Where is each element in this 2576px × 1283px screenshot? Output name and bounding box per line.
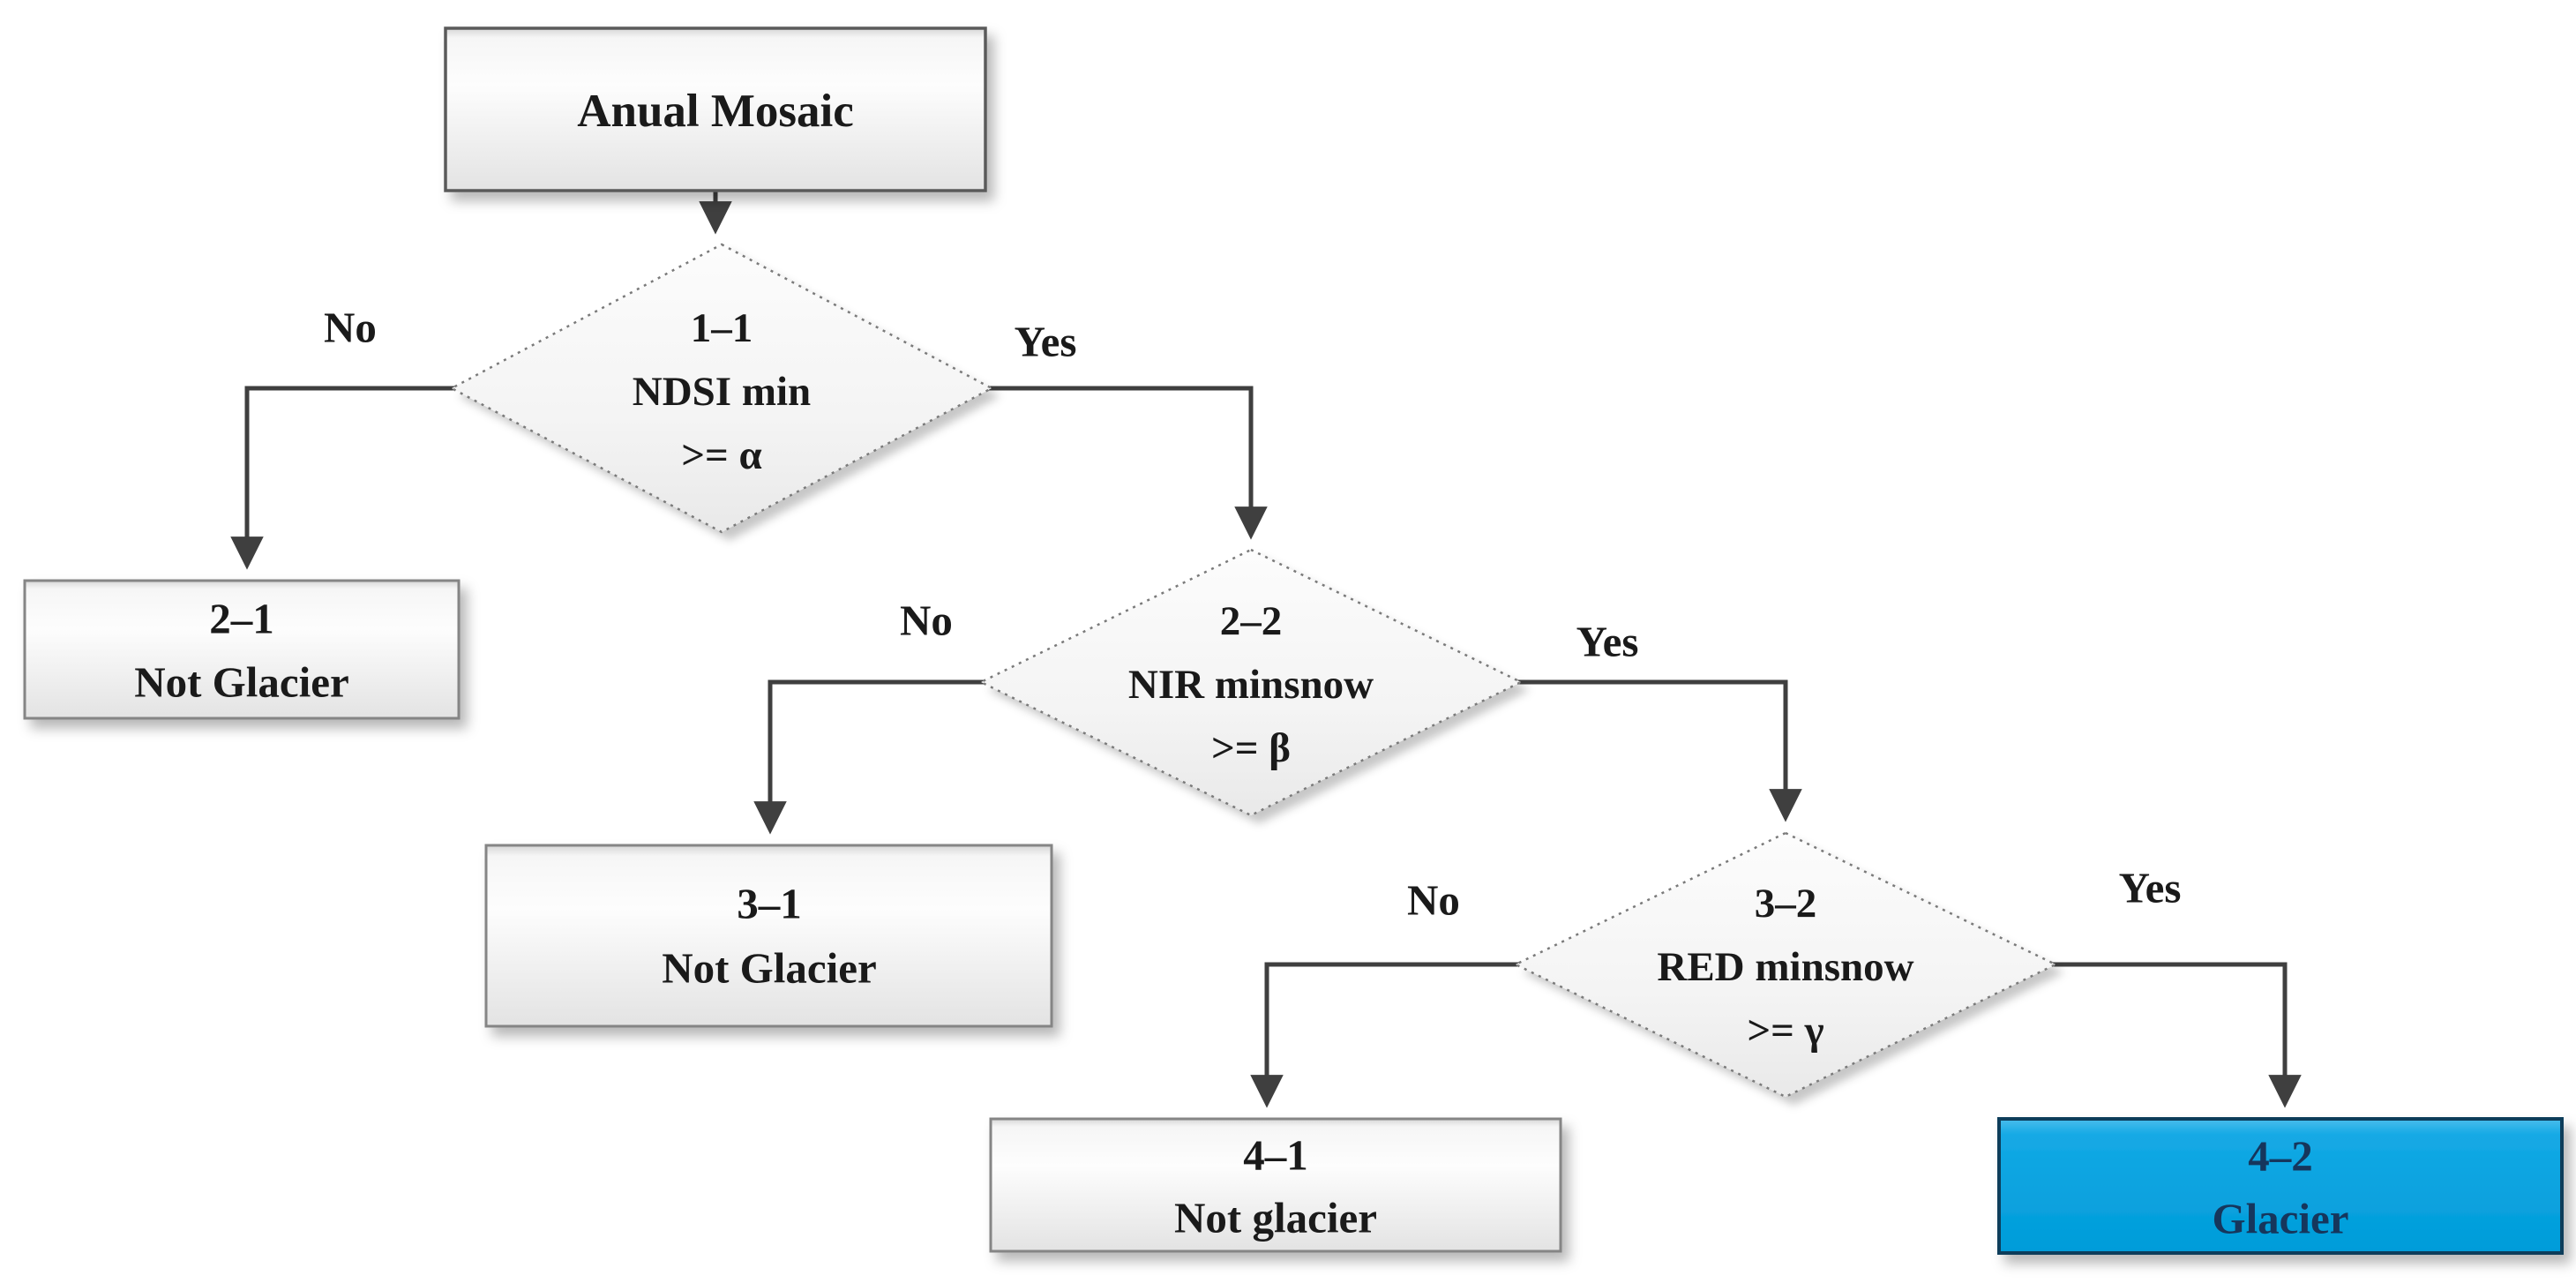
decision-3-2-line-id: 3–2 <box>1755 881 1817 927</box>
result-3-1-line-id: 3–1 <box>737 880 802 928</box>
label-yes-3: Yes <box>2119 864 2182 912</box>
decision-1-1-line-condition: NDSI min <box>633 369 811 415</box>
label-no-3: No <box>1407 876 1460 925</box>
decision-2-2-line-id: 2–2 <box>1220 598 1283 644</box>
result-2-1-line-id: 2–1 <box>209 595 274 643</box>
result-box-4-1-not-glacier <box>989 1117 1562 1253</box>
decision-2-2-nir-diamond <box>978 548 1524 817</box>
result-box-4-2-glacier <box>1997 1117 2564 1255</box>
decision-1-1-ndsi-diamond <box>449 243 994 534</box>
edge-decision-3-2-yes <box>2052 962 2302 1108</box>
decision-3-2-red-diamond <box>1513 831 2058 1099</box>
edge-decision-2-2-yes <box>1517 679 1802 822</box>
label-yes-2: Yes <box>1576 618 1639 666</box>
result-4-1-line-id: 4–1 <box>1243 1131 1308 1180</box>
decision-2-2-line-condition: NIR minsnow <box>1128 662 1374 708</box>
label-no-1: No <box>324 304 377 352</box>
edge-decision-1-1-yes <box>988 386 1268 540</box>
start-box-label: Anual Mosaic <box>577 86 854 137</box>
decision-1-1-line-threshold: >= α <box>681 432 762 478</box>
label-yes-1: Yes <box>1015 318 1077 366</box>
decision-3-2-line-threshold: >= γ <box>1747 1008 1823 1054</box>
decision-1-1-line-id: 1–1 <box>691 305 753 351</box>
result-2-1-line-label: Not Glacier <box>134 658 349 707</box>
result-4-2-line-label: Glacier <box>2212 1195 2348 1243</box>
result-3-1-line-label: Not Glacier <box>662 944 877 993</box>
result-box-2-1-not-glacier <box>23 579 461 720</box>
decision-3-2-line-condition: RED minsnow <box>1657 944 1913 990</box>
edge-decision-2-2-no <box>753 679 985 835</box>
result-4-2-line-id: 4–2 <box>2248 1132 2313 1181</box>
result-box-3-1-not-glacier <box>484 844 1053 1028</box>
start-box-anual-mosaic <box>444 26 987 192</box>
edge-decision-3-2-no <box>1250 962 1519 1108</box>
edge-decision-1-1-no <box>230 386 455 570</box>
decision-2-2-line-threshold: >= β <box>1211 725 1291 771</box>
result-4-1-line-label: Not glacier <box>1174 1194 1377 1242</box>
label-no-2: No <box>900 596 953 645</box>
